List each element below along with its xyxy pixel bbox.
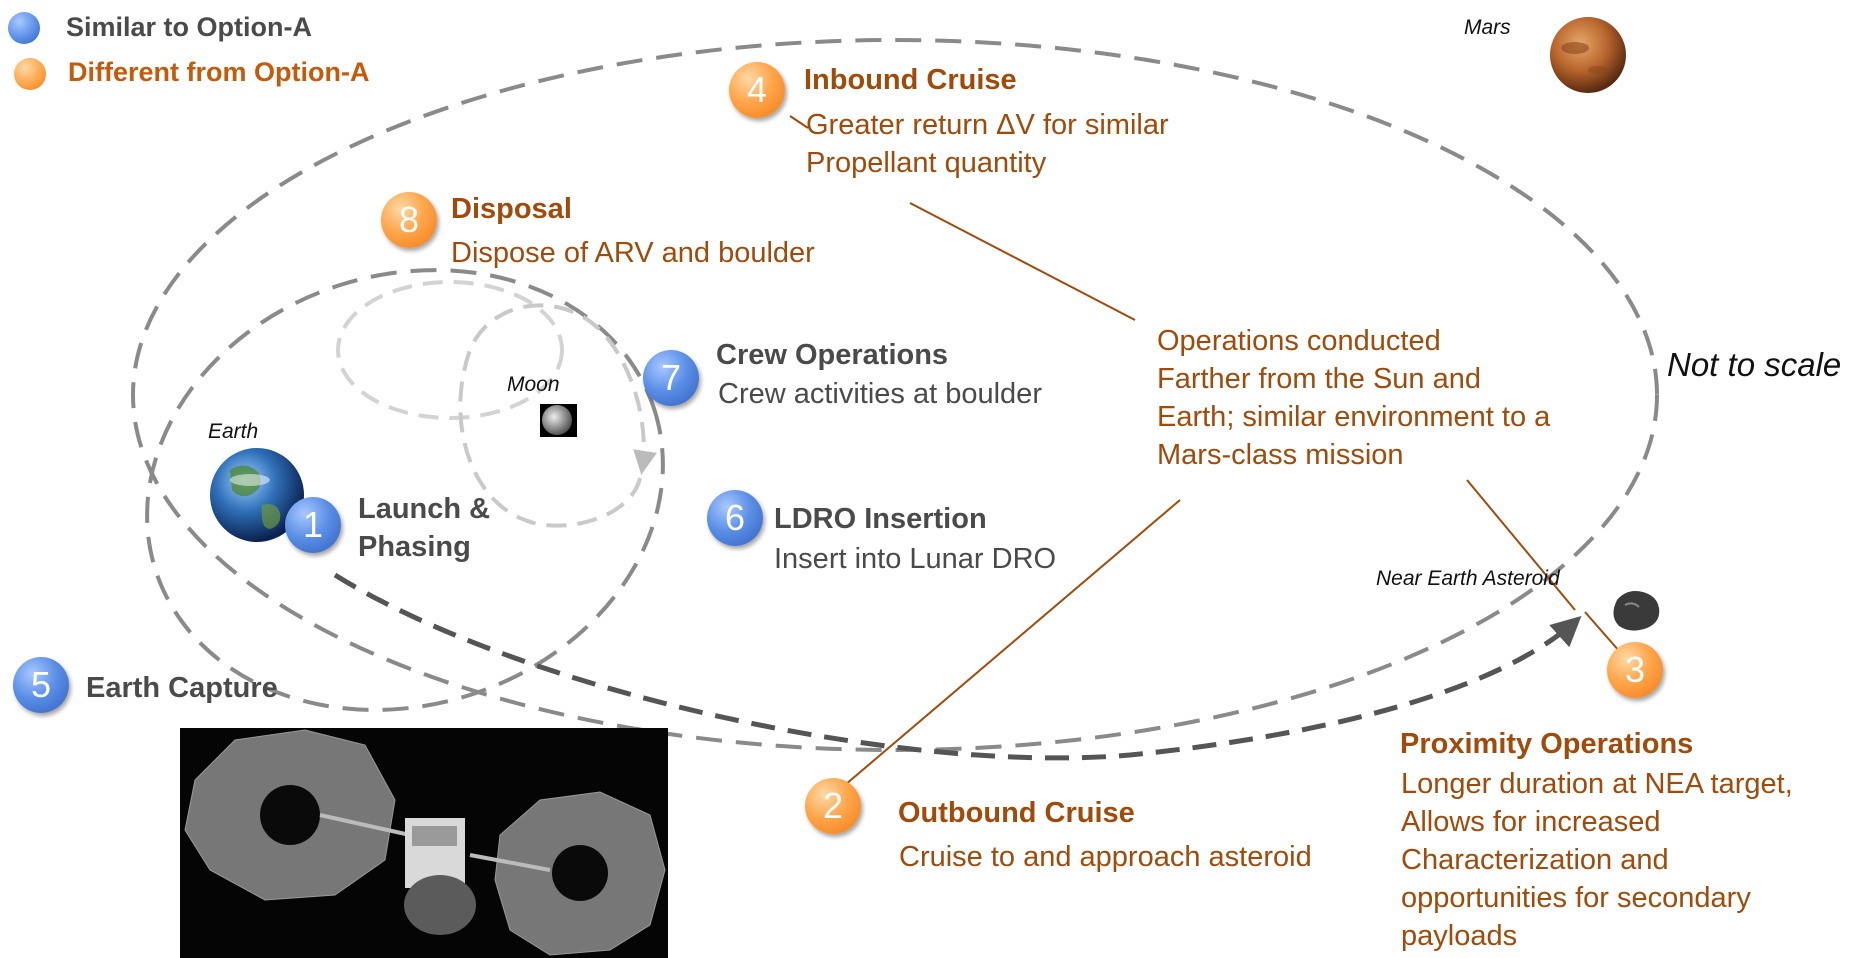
leader-inbound xyxy=(789,115,809,129)
step-8-badge: 8 xyxy=(381,192,437,248)
step-2-desc: Cruise to and approach asteroid xyxy=(899,841,1312,873)
step-8-title: Disposal xyxy=(451,193,572,225)
legend-similar-icon xyxy=(8,12,40,44)
step-3-title: Proximity Operations xyxy=(1400,728,1694,760)
step-5-badge: 5 xyxy=(13,657,69,713)
step-8-desc: Dispose of ARV and boulder xyxy=(451,237,815,269)
step-6-title: LDRO Insertion xyxy=(774,503,987,535)
step-4-title: Inbound Cruise xyxy=(804,64,1017,96)
step-3-badge: 3 xyxy=(1607,642,1663,698)
scale-note: Not to scale xyxy=(1667,346,1842,383)
step-2-badge: 2 xyxy=(805,778,861,834)
outbound-trajectory xyxy=(333,572,1582,761)
leader-callout-right xyxy=(1466,479,1576,611)
asteroid-body xyxy=(1613,591,1660,631)
step-1-badge: 1 xyxy=(285,497,341,553)
mars-planet xyxy=(1550,17,1626,93)
earth-label: Earth xyxy=(208,420,259,443)
step-7-desc: Crew activities at boulder xyxy=(718,378,1042,410)
step-7-badge: 7 xyxy=(643,350,699,406)
large-orbit xyxy=(131,38,1659,752)
environment-callout: Operations conducted Farther from the Su… xyxy=(1157,325,1551,471)
step-1-title: Launch & Phasing xyxy=(358,493,491,563)
step-6-badge: 6 xyxy=(707,490,763,546)
lunar-dro xyxy=(458,303,657,528)
step-7-title: Crew Operations xyxy=(716,339,949,371)
leader-asteroid xyxy=(1584,611,1621,653)
step-4-desc: Greater return ΔV for similar Propellant… xyxy=(806,109,1169,179)
leader-callout-top xyxy=(909,202,1136,321)
earth-capture-orbit xyxy=(145,268,665,712)
step-6-desc: Insert into Lunar DRO xyxy=(774,543,1057,575)
lunar-orbit-outer xyxy=(336,280,564,420)
mars-label: Mars xyxy=(1464,16,1511,39)
step-4-badge: 4 xyxy=(729,62,785,118)
legend-different-icon xyxy=(14,58,46,90)
step-5-title: Earth Capture xyxy=(86,672,278,704)
step-2-title: Outbound Cruise xyxy=(898,797,1135,829)
leader-callout-bottom xyxy=(844,499,1181,786)
moon-label: Moon xyxy=(507,373,560,396)
legend-different-label: Different from Option-A xyxy=(68,57,370,87)
asteroid-label: Near Earth Asteroid xyxy=(1376,567,1560,590)
step-3-desc: Longer duration at NEA target, Allows fo… xyxy=(1401,768,1793,952)
legend-similar-label: Similar to Option-A xyxy=(66,12,312,42)
